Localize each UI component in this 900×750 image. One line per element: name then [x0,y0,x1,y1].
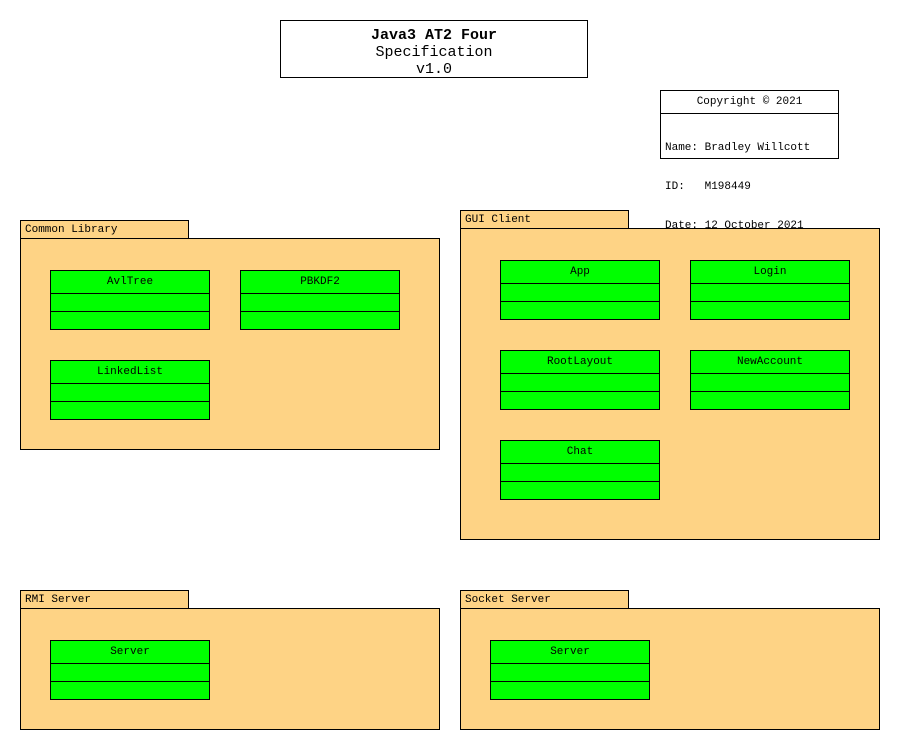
package-rmi-server: Server [20,608,440,730]
class-socket-server[interactable]: Server [490,640,650,700]
class-avltree[interactable]: AvlTree [50,270,210,330]
diagram-version: v1.0 [415,61,452,78]
class-operations [691,392,849,409]
class-name: Server [491,641,649,664]
class-attributes [51,294,209,312]
class-name: Server [51,641,209,664]
class-operations [241,312,399,329]
class-operations [491,682,649,699]
class-linkedlist[interactable]: LinkedList [50,360,210,420]
class-app[interactable]: App [500,260,660,320]
class-operations [501,392,659,409]
class-attributes [491,664,649,682]
class-name: NewAccount [691,351,849,374]
package-common-library: AvlTree PBKDF2 LinkedList [20,238,440,450]
class-attributes [51,384,209,402]
class-operations [51,402,209,419]
class-rootlayout[interactable]: RootLayout [500,350,660,410]
class-name: AvlTree [51,271,209,294]
class-operations [691,302,849,319]
class-chat[interactable]: Chat [500,440,660,500]
class-operations [51,682,209,699]
author-id: ID: M198449 [665,181,751,193]
package-tab-rmi-server: RMI Server [20,590,189,608]
diagram-title: Java3 AT2 Four [370,27,498,44]
copyright-box: Copyright © 2021 Name: Bradley Willcott … [660,90,839,232]
class-rmi-server[interactable]: Server [50,640,210,700]
class-pbkdf2[interactable]: PBKDF2 [240,270,400,330]
class-name: Chat [501,441,659,464]
class-name: Login [691,261,849,284]
package-tab-socket-server: Socket Server [460,590,629,608]
class-attributes [691,374,849,392]
diagram-title-box: Java3 AT2 Four Specification v1.0 [280,20,588,78]
class-attributes [51,664,209,682]
class-attributes [501,284,659,302]
class-name: LinkedList [51,361,209,384]
class-attributes [501,374,659,392]
copyright-heading: Copyright © 2021 [661,91,838,114]
class-attributes [501,464,659,482]
class-operations [501,302,659,319]
class-attributes [691,284,849,302]
class-name: PBKDF2 [241,271,399,294]
package-tab-common-library: Common Library [20,220,189,238]
class-name: App [501,261,659,284]
package-tab-gui-client: GUI Client [460,210,629,228]
class-operations [51,312,209,329]
package-gui-client: App Login RootLayout NewAccount Chat [460,228,880,540]
class-operations [501,482,659,499]
diagram-subtitle: Specification [375,44,493,61]
class-attributes [241,294,399,312]
class-login[interactable]: Login [690,260,850,320]
package-socket-server: Server [460,608,880,730]
class-newaccount[interactable]: NewAccount [690,350,850,410]
class-name: RootLayout [501,351,659,374]
author-name: Name: Bradley Willcott [665,142,811,154]
